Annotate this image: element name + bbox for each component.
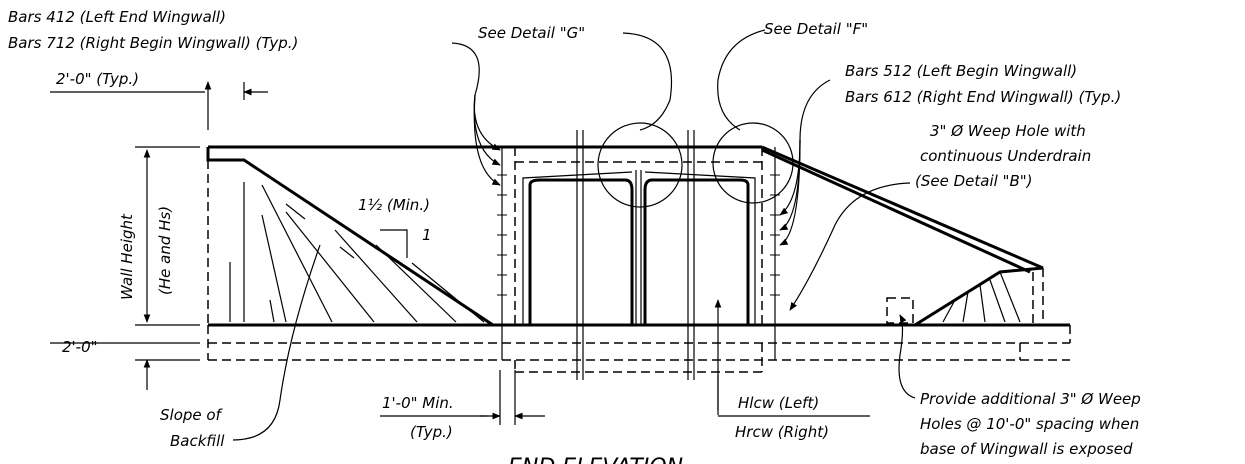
- dim-hlcw: Hlcw (Left): [738, 394, 819, 412]
- note-weep-2: continuous Underdrain: [920, 147, 1091, 165]
- note-provide-1: Provide additional 3" Ø Weep: [920, 390, 1141, 408]
- note-bars-512: Bars 512 (Left Begin Wingwall): [845, 62, 1077, 80]
- dim-min-1: 1'-0" Min.: [382, 394, 454, 412]
- note-slope-2: Backfill: [170, 432, 225, 450]
- dim-slope-run: 1½ (Min.): [358, 196, 430, 214]
- note-weep-3: (See Detail "B"): [915, 172, 1033, 190]
- drawing-title: END ELEVATION: [508, 455, 683, 464]
- dim-wall-height-2: (He and Hs): [156, 206, 174, 295]
- dim-slope-rise: 1: [422, 226, 432, 244]
- dim-footing: 2'-0": [62, 338, 98, 356]
- note-slope-1: Slope of: [160, 406, 224, 424]
- leaders: [232, 29, 916, 441]
- note-bars-412: Bars 412 (Left End Wingwall): [8, 8, 226, 26]
- annotations: Bars 412 (Left End Wingwall) Bars 712 (R…: [8, 8, 1141, 464]
- dim-min-2: (Typ.): [410, 423, 453, 441]
- note-see-detail-g: See Detail "G": [478, 24, 585, 42]
- dim-hrcw: Hrcw (Right): [735, 423, 829, 441]
- dim-wall-height-1: Wall Height: [118, 213, 136, 300]
- right-wingwall: [761, 145, 1044, 327]
- left-wingwall: [206, 145, 515, 327]
- note-see-detail-f: See Detail "F": [764, 20, 868, 38]
- note-bars-712: Bars 712 (Right Begin Wingwall) (Typ.): [8, 34, 298, 52]
- footing: [207, 323, 1071, 373]
- dim-typ-2ft: 2'-0" (Typ.): [56, 70, 139, 88]
- note-provide-3: base of Wingwall is exposed: [920, 440, 1133, 458]
- note-provide-2: Holes @ 10'-0" spacing when: [920, 415, 1139, 433]
- culvert-barrel: [497, 122, 794, 380]
- note-weep-1: 3" Ø Weep Hole with: [930, 122, 1086, 140]
- note-bars-612: Bars 612 (Right End Wingwall) (Typ.): [845, 88, 1121, 106]
- dimensions: [50, 81, 870, 425]
